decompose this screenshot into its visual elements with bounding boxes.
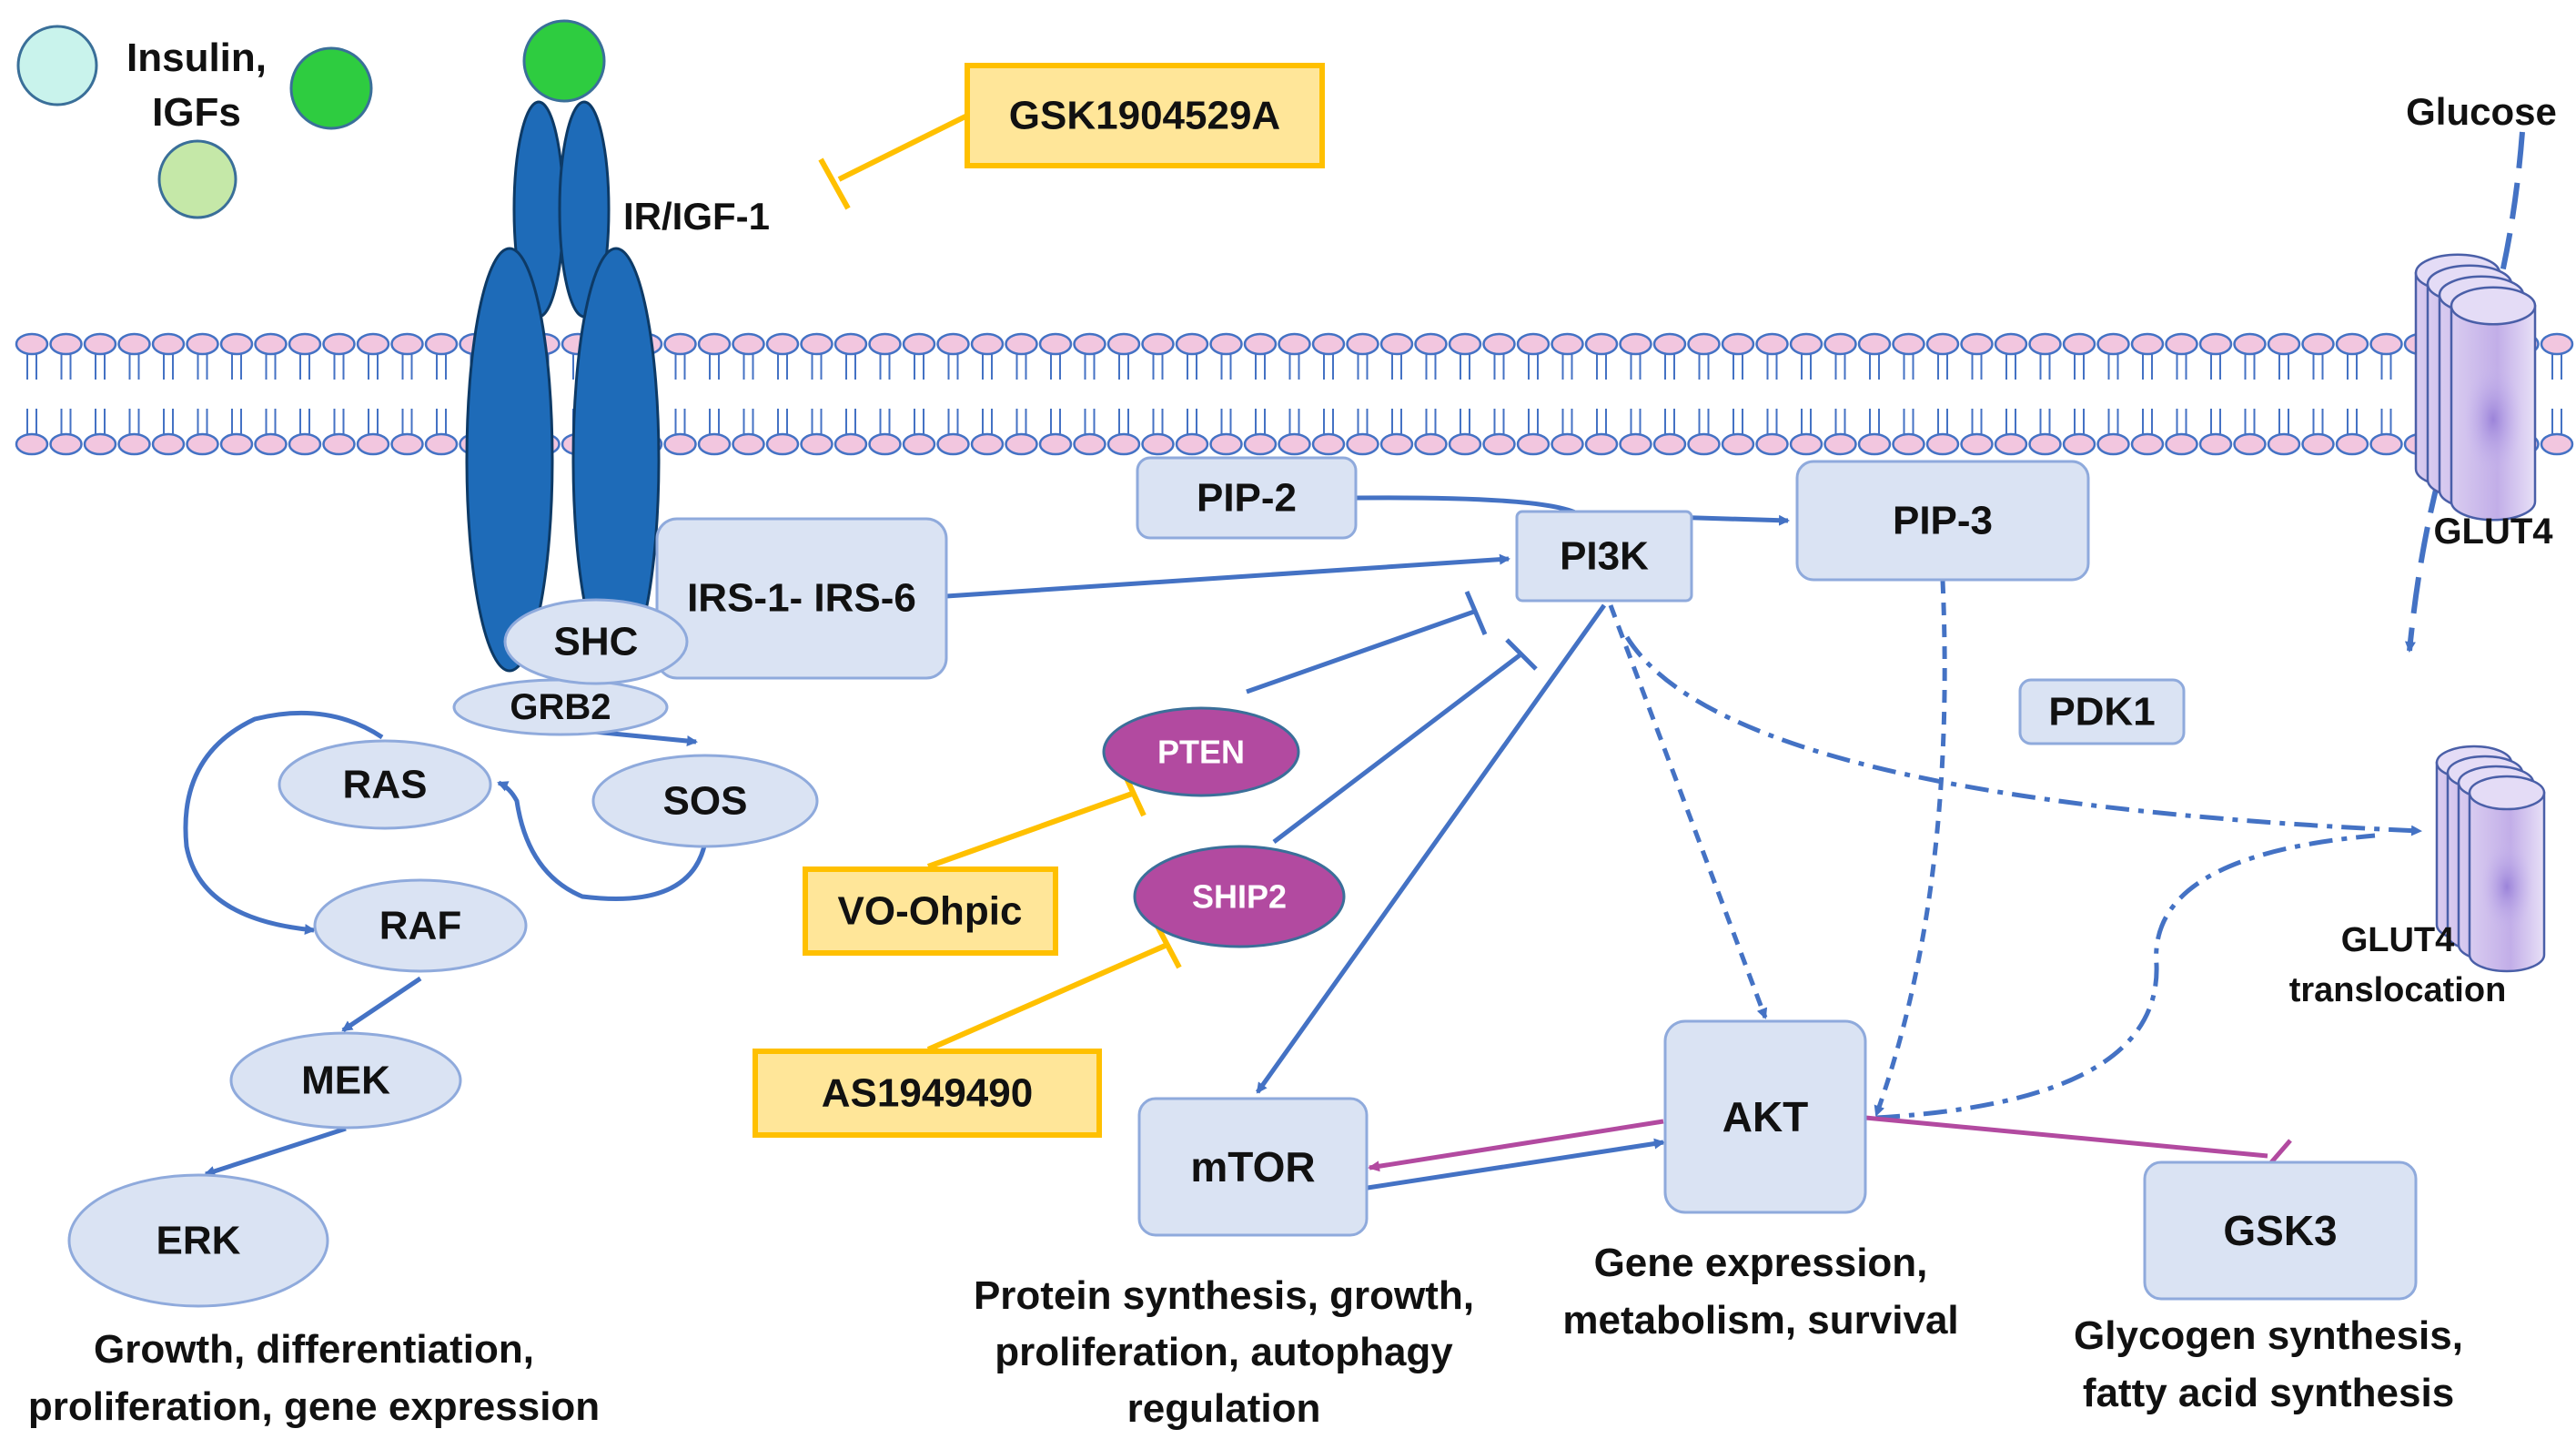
inhibitor-boxes: GSK1904529A VO-Ohpic AS1949490 xyxy=(753,63,1325,1138)
ligand-label-line2: IGFs xyxy=(152,90,241,135)
node-sos[interactable]: SOS xyxy=(591,754,819,848)
node-pip3[interactable]: PIP-3 xyxy=(1795,460,2090,582)
inhibitor-vo-ohpic[interactable]: VO-Ohpic xyxy=(803,866,1058,956)
arrow-mek-erk xyxy=(204,1126,347,1177)
node-ship2[interactable]: SHIP2 xyxy=(1133,845,1346,948)
glut4-membrane-transporter xyxy=(2414,253,2537,522)
pdk1-label: PDK1 xyxy=(2048,690,2155,735)
node-pi3k[interactable]: PI3K xyxy=(1515,510,1693,603)
inhibitor-as1949490[interactable]: AS1949490 xyxy=(753,1049,1102,1138)
mtor-caption-line3: regulation xyxy=(1127,1386,1321,1431)
ship2-label: SHIP2 xyxy=(1192,878,1287,916)
gsk3-caption-line1: Glycogen synthesis, xyxy=(2074,1313,2463,1358)
shc-label: SHC xyxy=(554,620,639,664)
bound-ligand xyxy=(522,19,606,103)
node-raf[interactable]: RAF xyxy=(313,878,528,973)
erk-caption-line1: Growth, differentiation, xyxy=(94,1327,534,1372)
ligand-cyan xyxy=(16,25,98,106)
ligands: Insulin, IGFs xyxy=(16,25,373,219)
pten-label: PTEN xyxy=(1157,734,1245,771)
akt-label: AKT xyxy=(1722,1093,1809,1140)
node-ras[interactable]: RAS xyxy=(278,739,492,830)
gsk-inhibition-line xyxy=(837,113,969,182)
glut4-translocation-line1: GLUT4 xyxy=(2341,921,2455,959)
gsk1904529a-label: GSK1904529A xyxy=(1009,94,1280,138)
arrow-irs-pi3k xyxy=(945,553,1510,599)
pi3k-label: PI3K xyxy=(1560,534,1649,579)
vo-ohpic-label: VO-Ohpic xyxy=(838,889,1023,934)
pip2-label: PIP-2 xyxy=(1197,476,1297,521)
sos-label: SOS xyxy=(663,779,748,824)
vo-inhibition-line xyxy=(926,790,1136,869)
ship2-pi3k-line xyxy=(1272,654,1521,844)
arrow-akt-mtor xyxy=(1368,1119,1664,1172)
node-gsk3[interactable]: GSK3 xyxy=(2143,1160,2418,1301)
akt-gsk3-line xyxy=(1864,1115,2268,1159)
glucose-label: Glucose xyxy=(2406,90,2557,133)
as1949490-label: AS1949490 xyxy=(822,1071,1033,1116)
node-pdk1[interactable]: PDK1 xyxy=(2018,678,2186,745)
inhibitor-gsk1904529a[interactable]: GSK1904529A xyxy=(965,63,1325,168)
arrow-akt-glut4 xyxy=(1875,833,2376,1120)
erk-caption-line2: proliferation, gene expression xyxy=(28,1384,600,1429)
insulin-receptor: IR/IGF-1 xyxy=(465,19,770,673)
glut4-label: GLUT4 xyxy=(2433,512,2553,552)
glut4-translocation-transporter xyxy=(2435,745,2546,973)
ligand-light-green xyxy=(157,139,237,219)
glut4-translocation-line2: translocation xyxy=(2289,971,2507,1009)
arrow-pi3k-mtor xyxy=(1255,603,1607,1094)
ligand-green xyxy=(289,46,373,130)
arrow-pi3k-glut4 xyxy=(1624,635,2422,836)
pi3k-branch: PIP-2 PIP-3 PI3K PDK1 PTEN SHIP2 AKT mT xyxy=(1102,456,2418,1301)
ras-label: RAS xyxy=(343,763,428,807)
mek-label: MEK xyxy=(301,1059,390,1103)
pten-pi3k-bar xyxy=(1464,591,1488,635)
gsk-inhibition-bar xyxy=(818,157,851,210)
node-mek[interactable]: MEK xyxy=(229,1031,462,1130)
node-shc[interactable]: SHC xyxy=(503,598,689,685)
node-akt[interactable]: AKT xyxy=(1663,1019,1867,1214)
inhibitor-lines xyxy=(818,113,1182,1052)
node-pten[interactable]: PTEN xyxy=(1102,706,1300,797)
arrow-ras-raf xyxy=(183,710,384,936)
outcome-captions: Growth, differentiation, proliferation, … xyxy=(28,1241,2463,1431)
irs-label: IRS-1- IRS-6 xyxy=(687,576,916,621)
akt-caption-line2: metabolism, survival xyxy=(1562,1298,1958,1343)
cell-membrane xyxy=(15,332,2574,456)
ship2-pi3k-bar xyxy=(1505,638,1538,671)
node-erk[interactable]: ERK xyxy=(67,1173,329,1308)
gsk3-label: GSK3 xyxy=(2223,1207,2337,1254)
arrow-pip3-akt xyxy=(1874,580,1947,1117)
receptor-label: IR/IGF-1 xyxy=(623,195,770,238)
node-grb2[interactable]: GRB2 xyxy=(452,678,669,736)
arrow-raf-mek xyxy=(341,976,422,1033)
receptor-beta-left xyxy=(465,247,554,673)
erk-label: ERK xyxy=(157,1219,241,1263)
node-pip2[interactable]: PIP-2 xyxy=(1136,456,1358,540)
as-inhibition-line xyxy=(926,941,1171,1052)
mtor-caption-line1: Protein synthesis, growth, xyxy=(974,1273,1474,1318)
raf-label: RAF xyxy=(379,904,461,948)
mtor-caption-line2: proliferation, autophagy xyxy=(995,1330,1453,1374)
pten-pi3k-line xyxy=(1246,609,1475,694)
arrow-sos-ras xyxy=(497,780,708,901)
pathway-arrows xyxy=(183,131,2525,1191)
node-irs[interactable]: IRS-1- IRS-6 xyxy=(655,517,948,680)
arrow-mtor-akt xyxy=(1367,1138,1665,1191)
mapk-branch: RAS SOS RAF MEK ERK xyxy=(67,739,819,1308)
grb2-label: GRB2 xyxy=(510,687,611,727)
glucose-labels: Glucose GLUT4 GLUT4 translocation xyxy=(2289,90,2557,1009)
receptor-adaptors: IRS-1- IRS-6 GRB2 SHC xyxy=(452,517,948,736)
mtor-label: mTOR xyxy=(1190,1143,1315,1191)
arrow-pi3k-akt xyxy=(1608,604,1768,1019)
node-mtor[interactable]: mTOR xyxy=(1137,1097,1369,1237)
gsk3-caption-line2: fatty acid synthesis xyxy=(2083,1371,2454,1415)
akt-caption-line1: Gene expression, xyxy=(1594,1241,1928,1285)
ligand-label-line1: Insulin, xyxy=(126,35,267,80)
pip3-label: PIP-3 xyxy=(1893,499,1993,543)
